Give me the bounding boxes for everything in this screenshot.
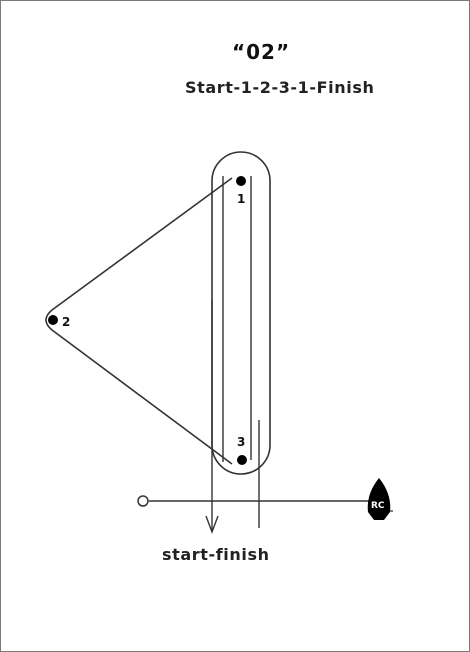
- mark-2-buoy: [48, 315, 58, 325]
- committee-boat-label: RC: [371, 501, 385, 511]
- start-finish-label: start-finish: [162, 545, 270, 564]
- start-arrow-icon: [205, 515, 219, 534]
- mark-2-label: 2: [62, 315, 70, 329]
- course-sequence: Start-1-2-3-1-Finish: [185, 78, 375, 97]
- committee-boat-icon: [367, 478, 391, 520]
- course-title: “02”: [232, 40, 291, 64]
- mark-1-label: 1: [237, 192, 245, 206]
- mark-3-buoy: [237, 455, 247, 465]
- pin-end-buoy-icon: [137, 495, 149, 507]
- mark-1-buoy: [236, 176, 246, 186]
- course-leg-triangle: [45, 177, 233, 465]
- mark-3-label: 3: [237, 435, 245, 449]
